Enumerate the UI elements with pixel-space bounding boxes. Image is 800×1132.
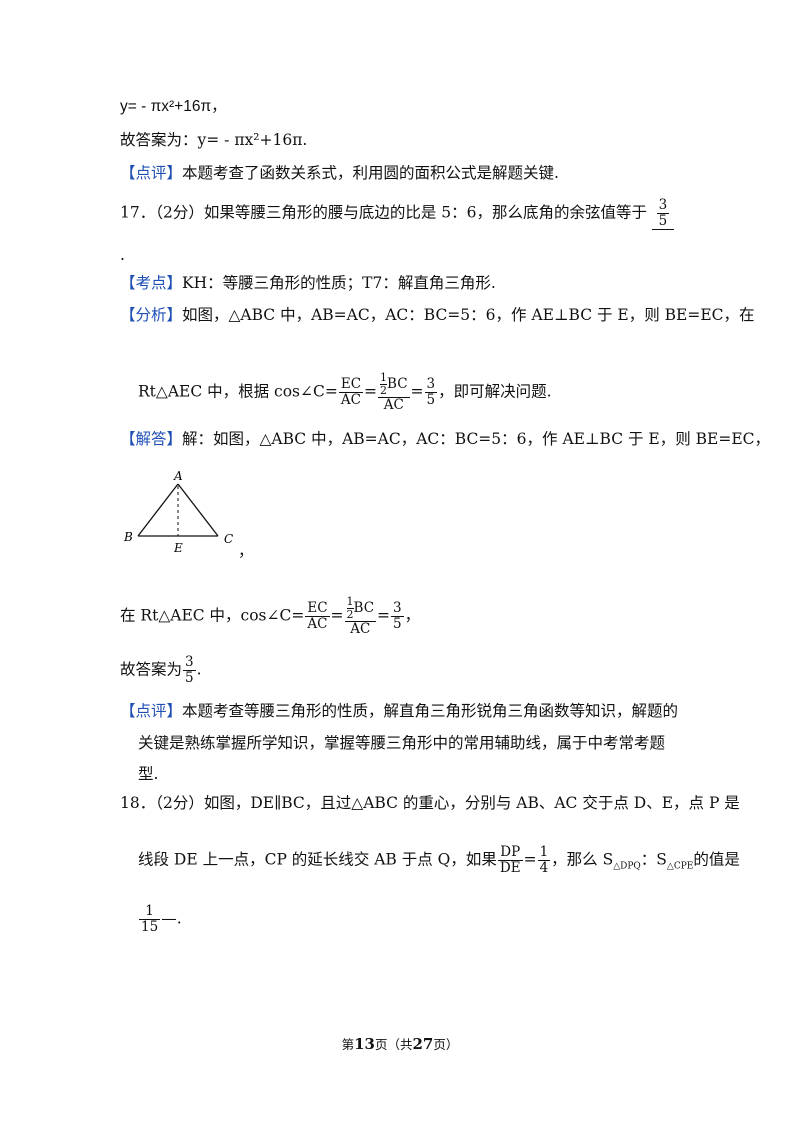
label-c: C: [224, 532, 233, 546]
question-17-period: .: [120, 246, 125, 264]
q18-2-pre: 线段 DE 上一点，CP 的延长线交 AB 于点 Q，如果: [138, 850, 497, 869]
inner-numerator: 1: [346, 595, 354, 608]
footer-mid: 页（共: [374, 1037, 413, 1052]
question-17-text: 17．（2分）如果等腰三角形的腰与底边的比是 5：6，那么底角的余弦值等于: [120, 203, 647, 222]
fraction-denominator: 4: [537, 860, 551, 876]
jieda-tag: 【解答】: [120, 430, 183, 448]
fraction-numerator: DP: [500, 844, 521, 860]
footer-total-pages: 27: [412, 1035, 434, 1053]
fenxi-text: 如图，△ABC 中，AB=AC，AC：BC=5：6，作 AE⊥BC 于 E，则 …: [182, 306, 755, 324]
fraction-denominator: AC: [344, 621, 377, 637]
jieda-2-post: ，: [404, 606, 421, 625]
fraction-numerator: 1: [539, 844, 549, 860]
answer-2-pre: 故答案为: [120, 660, 183, 679]
fraction-numerator: 3: [185, 654, 194, 670]
fraction-denominator: AC: [338, 392, 364, 408]
side-ac: [177, 483, 219, 537]
fraction-denominator: 5: [183, 670, 196, 686]
fenxi-2-post: ，即可解决问题.: [438, 382, 552, 401]
q18-2-mid: ，那么 S: [551, 850, 614, 869]
fenxi-tag: 【分析】: [120, 306, 183, 324]
footer-page-number: 13: [354, 1035, 375, 1053]
inner-denominator: 2: [346, 608, 354, 621]
footer-pre: 第: [341, 1037, 355, 1052]
bc-text: BC: [353, 600, 375, 616]
q18-colon: ：S: [640, 850, 667, 869]
fraction-denominator: 15: [139, 919, 161, 935]
answer-numerator: 3: [658, 197, 668, 213]
footer-post: 页）: [433, 1037, 459, 1052]
triangle-diagram: A B C E: [123, 469, 233, 555]
bc-text: BC: [387, 376, 408, 392]
fraction-denominator: 5: [391, 616, 404, 632]
line-review-2b: 关键是熟练掌握所学知识，掌握等腰三角形中的常用辅助线，属于中考常考题: [138, 734, 666, 752]
review-tag: 【点评】: [120, 164, 183, 182]
line-kaodian: 【考点】KH：等腰三角形的性质；T7：解直角三角形.: [120, 272, 496, 294]
q18-2-post: 的值是: [693, 850, 740, 869]
line-jieda: 【解答】解：如图，△ABC 中，AB=AC，AC：BC=5：6，作 AE⊥BC …: [120, 428, 770, 450]
side-ab: [137, 483, 179, 537]
answer-2-post: .: [196, 660, 202, 679]
review-2-tag: 【点评】: [120, 702, 183, 720]
fraction-numerator: 1: [145, 903, 154, 919]
line-fenxi: 【分析】如图，△ABC 中，AB=AC，AC：BC=5：6，作 AE⊥BC 于 …: [120, 304, 755, 326]
line-review-1: 【点评】本题考查了函数关系式，利用圆的面积公式是解题关键.: [120, 162, 559, 184]
question-18: 18．（2分）如图，DE∥BC，且过△ABC 的重心，分别与 AB、AC 交于点…: [120, 794, 740, 812]
fraction-denominator: AC: [378, 397, 410, 413]
label-a: A: [173, 469, 183, 483]
fraction-denominator: DE: [497, 860, 523, 876]
subscript-cpe: △CPE: [666, 861, 694, 872]
line-review-2c: 型.: [138, 765, 159, 783]
triangle-figure: A B C E: [120, 468, 260, 562]
inner-numerator: 1: [380, 371, 388, 384]
fraction-numerator: 3: [393, 600, 402, 616]
subscript-dpq: △DPQ: [613, 861, 641, 872]
fraction-numerator: EC: [340, 376, 362, 392]
page-footer: 第13页（共27页）: [0, 1034, 800, 1053]
fraction-denominator: 5: [424, 392, 438, 408]
kaodian-text: KH：等腰三角形的性质；T7：解直角三角形.: [182, 274, 496, 292]
label-e: E: [173, 541, 183, 555]
label-b: B: [123, 530, 133, 544]
jieda-text: 解：如图，△ABC 中，AB=AC，AC：BC=5：6，作 AE⊥BC 于 E，…: [182, 430, 771, 448]
fraction-numerator: 3: [426, 376, 436, 392]
answer-dash: —.: [161, 909, 182, 928]
review-2-text: 本题考查等腰三角形的性质，解直角三角形锐角三角函数等知识，解题的: [182, 702, 679, 720]
figure-comma: ，: [238, 542, 254, 560]
kaodian-tag: 【考点】: [120, 274, 183, 292]
line-review-2: 【点评】本题考查等腰三角形的性质，解直角三角形锐角三角函数等知识，解题的: [120, 700, 678, 722]
line-answer-1: 故答案为：y= - πx²+16π.: [120, 131, 308, 149]
fraction-denominator: AC: [305, 616, 330, 632]
inner-denominator: 2: [380, 384, 388, 397]
fraction-numerator: EC: [307, 600, 328, 616]
review-text: 本题考查了函数关系式，利用圆的面积公式是解题关键.: [182, 164, 559, 182]
jieda-2-pre: 在 Rt△AEC 中，cos∠C=: [120, 606, 305, 625]
answer-denominator: 5: [656, 213, 670, 229]
fenxi-2-pre: Rt△AEC 中，根据 cos∠C=: [138, 382, 338, 401]
line-equation: y= - πx²+16π，: [120, 98, 227, 115]
